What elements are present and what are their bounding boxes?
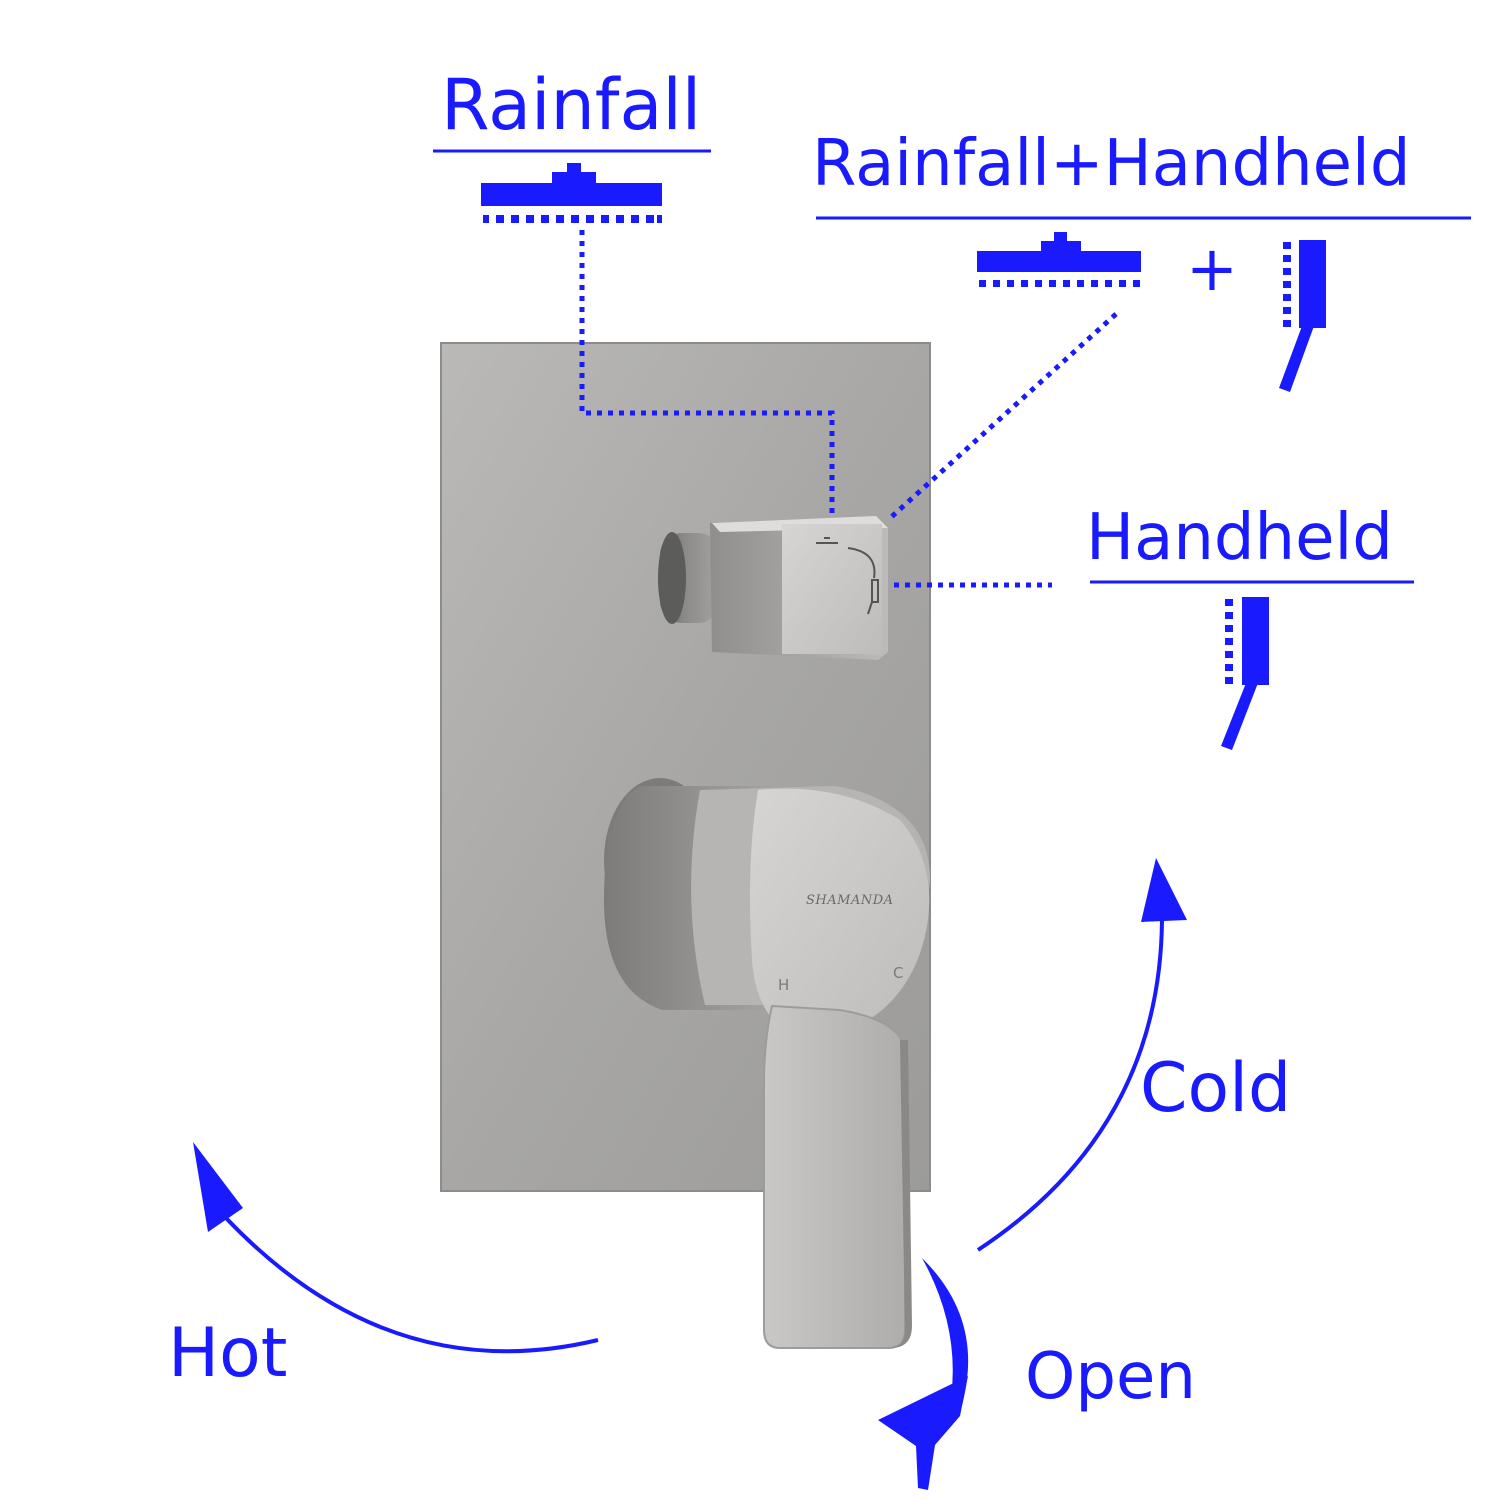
plus-sign: + [1186, 232, 1238, 305]
label-underlines [433, 149, 1471, 584]
cold-mark: C [893, 964, 903, 982]
knob-rainfall-mark-icon [816, 537, 838, 544]
leader-lines [579, 230, 1118, 588]
hot-mark: H [778, 976, 789, 994]
cold-label: Cold [1140, 1049, 1292, 1128]
knob-handheld-mark-icon [867, 579, 879, 615]
faucet-illustration: SHAMANDA H C [440, 342, 931, 1349]
handheld-icon [1221, 597, 1269, 750]
combo-handheld-icon [1279, 240, 1326, 392]
combo-rainfall-icon [977, 232, 1141, 287]
rainfall-leader [579, 230, 835, 518]
rainfall-icon [481, 163, 662, 223]
open-arrow-icon [878, 1258, 969, 1490]
hot-arrow-icon [193, 1142, 599, 1354]
rainfall-handheld-label: Rainfall+Handheld [812, 127, 1411, 201]
hot-label: Hot [168, 1314, 288, 1393]
open-label: Open [1025, 1340, 1196, 1414]
handheld-label: Handheld [1086, 501, 1393, 575]
cold-arrow-icon [976, 858, 1187, 1252]
brand-logo: SHAMANDA [806, 893, 894, 908]
rainfall-label: Rainfall [441, 64, 702, 146]
combo-leader [886, 312, 1118, 522]
knob-selector-arc-icon [847, 547, 876, 579]
diverter-knob[interactable] [658, 516, 888, 660]
mixer-handle[interactable] [604, 778, 930, 1349]
